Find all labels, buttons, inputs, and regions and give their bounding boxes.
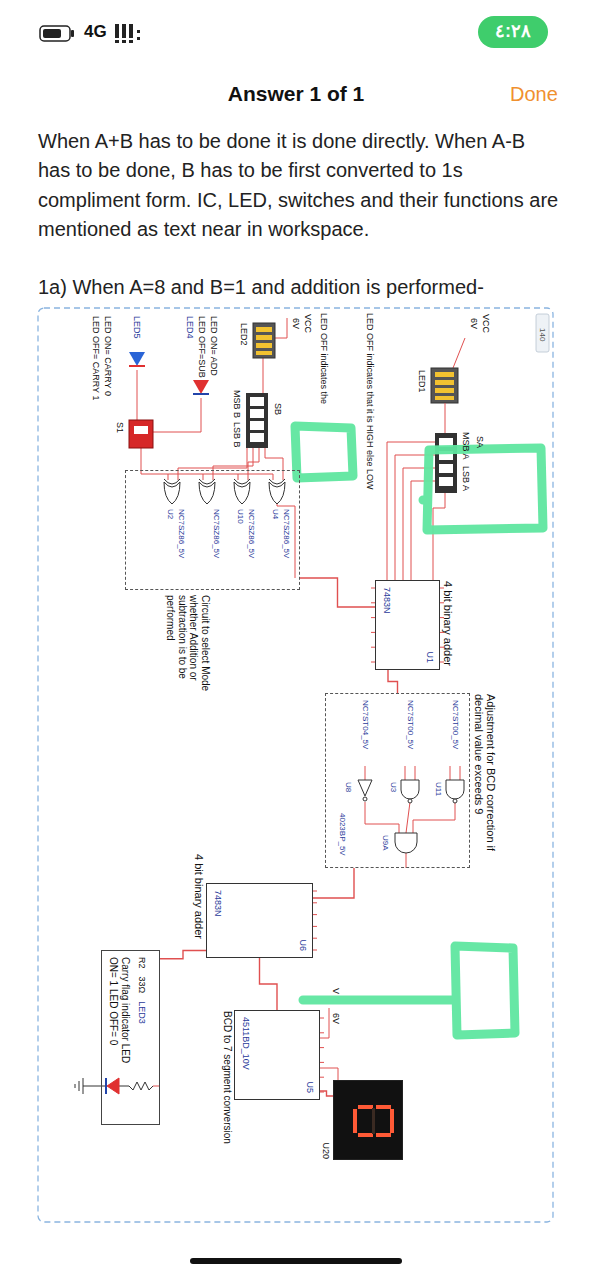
schematic-label: NC7SZ86_5V (212, 509, 221, 558)
schematic-panel: 140VCC6VLED1SALSB AMSB ALED OFF indicate… (38, 308, 553, 1222)
schematic-label: LSB A (461, 466, 471, 491)
schematic-label: U4 (271, 509, 280, 519)
schematic-label: LED5 (132, 316, 142, 339)
ic-caption: BCD to 7 segment conversion (222, 1011, 234, 1144)
xor-gates (164, 479, 285, 504)
ic-caption: 4 bit binary adder (192, 854, 205, 939)
schematic-label: MSB A (461, 432, 471, 460)
schematic-label: LED OFF indicates that it is HIGH else L… (365, 313, 375, 490)
wire-bus (313, 868, 354, 898)
schematic-label: 140 (538, 328, 547, 341)
schematic-label: U11 (434, 782, 443, 796)
adder-ic: 4 bit binary adderU17483N (375, 580, 440, 670)
part-ref: LED3 (137, 1001, 147, 1024)
led-symbol (129, 352, 145, 366)
schematic-label: LSB B (232, 422, 242, 448)
panel-border (38, 308, 553, 1222)
schematic-label: U2 (166, 509, 175, 519)
screen-text: Done (510, 83, 558, 106)
schematic-label: NC7ST00_5V (406, 700, 415, 749)
schematic-label: LED2 (239, 323, 249, 346)
wires (137, 318, 460, 1086)
ic-caption: 4 bit binary adder (441, 581, 454, 666)
zoom-icon (536, 314, 549, 352)
screen-text: ٤:٢٨ (478, 21, 548, 42)
schematic-label: SA (475, 436, 485, 448)
led-bargraph (431, 338, 465, 433)
ic-ref: U6 (298, 939, 308, 951)
signal-icon (115, 24, 140, 43)
ic-part: 7483N (382, 587, 392, 614)
led-symbol (193, 380, 209, 394)
adder-ic: 4 bit binary adderU67483N (206, 883, 313, 958)
screen-text: 4G (84, 22, 107, 42)
schematic-label: LED4 (185, 316, 195, 339)
seven-segment-display: U20 (333, 1080, 403, 1160)
page-title: Answer 1 of 1 (0, 82, 592, 106)
wire-bus (300, 578, 375, 607)
schematic-label: NC7ST00_5V (451, 700, 460, 749)
schematic-label: MSB B (232, 390, 242, 418)
dip-switch (246, 393, 268, 448)
decoder-ic: U54511BD_10VBCD to 7 segment conversion (234, 1010, 320, 1100)
schematic-label: U9A (381, 835, 390, 851)
schematic-label: 6V (291, 318, 301, 329)
schematic-label: U10 (236, 509, 245, 524)
wire-bus (320, 1091, 333, 1096)
schematic-label: LED ON= ADD (209, 316, 219, 376)
part-ref: R2 (137, 957, 147, 969)
group-caption: Adjustment for BCD correction if decimal… (472, 694, 497, 869)
schematic-label: VCC (481, 314, 491, 333)
schematic-label: NC7SZ86_5V (177, 509, 186, 558)
dip-switch (435, 433, 457, 493)
wire-bus (388, 670, 398, 693)
carry-led-circuit (75, 1078, 159, 1094)
time-pill (478, 16, 548, 48)
wire-bus (160, 951, 206, 959)
ic-ref: U1 (425, 651, 435, 663)
mode-select-group: Circuit to select Mode whether Addition … (125, 470, 300, 590)
schematic-label: LED ON= CARRY 0 (103, 316, 113, 396)
indicator-note: Carry flag indicator LED ON= 1 LED OFF= … (108, 957, 131, 1072)
schematic-label: SB (273, 403, 283, 415)
schematic-label: U8 (344, 782, 353, 792)
wire-bus (260, 958, 278, 1010)
schematic-label: LED OFF= CARRY 1 (91, 316, 101, 400)
schematic-label: LED OFF=SUB (197, 316, 207, 378)
schematic-label: 4023BP_5V (338, 813, 347, 856)
schematic-label: V (331, 988, 341, 994)
ic-part: 4511BD_10V (241, 1017, 251, 1070)
schematic-label: NC7SZ86_5V (247, 509, 256, 558)
bcd-correction-group: Adjustment for BCD correction if decimal… (325, 693, 470, 868)
ic-part: 7483N (213, 890, 223, 917)
screen-text: When A+B has to be done it is done direc… (38, 127, 562, 245)
green-marks (295, 426, 543, 1035)
schematic-label: NC7SZ86_5V (282, 509, 291, 558)
schematic-label: VCC (303, 314, 313, 333)
schematic-label: U3 (389, 782, 398, 792)
toggle-switch (129, 420, 153, 448)
carry-flag-box: R2 33Ω LED3 Carry flag indicator LED ON= 1 … (101, 950, 160, 1125)
segment-digit (349, 1081, 402, 1159)
logic-gates (358, 780, 464, 853)
part-value: 33Ω (137, 977, 147, 994)
home-indicator (190, 1258, 402, 1264)
schematic-label: LED OFF indicates the (319, 313, 329, 404)
screen-text: 1a) When A=8 and B=1 and addition is per… (38, 276, 484, 299)
schematic-label: 6V (331, 1013, 341, 1024)
schematic-label: 6V (469, 318, 479, 329)
schematic-label: S1 (115, 422, 125, 433)
ic-ref: U5 (305, 1081, 315, 1093)
schematic-label: NC7ST04_5V (361, 700, 370, 749)
schematic-label: LED1 (417, 370, 427, 393)
part-ref: U20 (321, 1142, 331, 1159)
led-bargraph (253, 323, 275, 358)
battery-icon (40, 26, 74, 41)
group-caption: Circuit to select Mode whether Addition … (165, 595, 211, 707)
